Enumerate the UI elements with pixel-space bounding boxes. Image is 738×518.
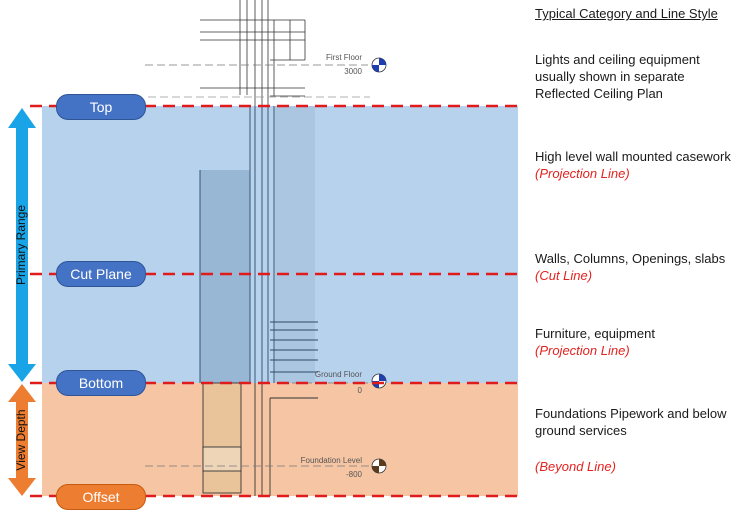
description-casework-style: (Projection Line)	[535, 166, 630, 181]
view-depth-arrow-icon	[8, 384, 36, 496]
description-furniture-style: (Projection Line)	[535, 343, 630, 358]
foundation-linework	[202, 382, 318, 496]
description-foundations-text: Foundations Pipework and below ground se…	[535, 406, 727, 438]
wall-shaded	[200, 170, 250, 383]
view-depth-label: View Depth	[14, 409, 28, 471]
first-floor-name: First Floor	[326, 53, 362, 62]
first-floor-marker-icon	[371, 57, 387, 73]
description-walls-style: (Cut Line)	[535, 268, 593, 283]
description-foundations: Foundations Pipework and below ground se…	[535, 405, 735, 439]
foundation-level-value: -800	[345, 470, 362, 479]
description-casework-text: High level wall mounted casework	[535, 149, 731, 164]
description-furniture: Furniture, equipment (Projection Line)	[535, 325, 735, 359]
primary-range-label: Primary Range	[14, 204, 28, 286]
description-beyond-style: (Beyond Line)	[535, 459, 616, 474]
cut-plane-pill: Cut Plane	[56, 261, 146, 287]
offset-plane-pill: Offset	[56, 484, 146, 510]
top-plane-pill: Top	[56, 94, 146, 120]
first-floor-value: 3000	[344, 67, 362, 76]
description-walls-text: Walls, Columns, Openings, slabs	[535, 251, 726, 266]
description-furniture-text: Furniture, equipment	[535, 326, 655, 341]
ground-floor-name: Ground Floor	[314, 370, 362, 379]
description-casework: High level wall mounted casework (Projec…	[535, 148, 735, 182]
description-ceiling: Lights and ceiling equipment usually sho…	[535, 51, 725, 102]
foundation-marker-icon	[371, 458, 387, 474]
category-heading: Typical Category and Line Style	[535, 6, 718, 21]
description-beyond: (Beyond Line)	[535, 458, 735, 475]
ground-floor-marker-icon	[371, 373, 387, 389]
view-depth-band	[42, 383, 518, 496]
ground-floor-value: 0	[357, 386, 362, 395]
description-walls: Walls, Columns, Openings, slabs (Cut Lin…	[535, 250, 735, 284]
upper-floor-linework	[200, 0, 306, 106]
foundation-level-name: Foundation Level	[300, 456, 362, 465]
bottom-plane-pill: Bottom	[56, 370, 146, 396]
right-wall-shaded	[275, 106, 315, 383]
primary-range-arrow-icon	[8, 108, 36, 382]
description-ceiling-text: Lights and ceiling equipment usually sho…	[535, 52, 700, 101]
main-wall-lines	[199, 106, 318, 383]
